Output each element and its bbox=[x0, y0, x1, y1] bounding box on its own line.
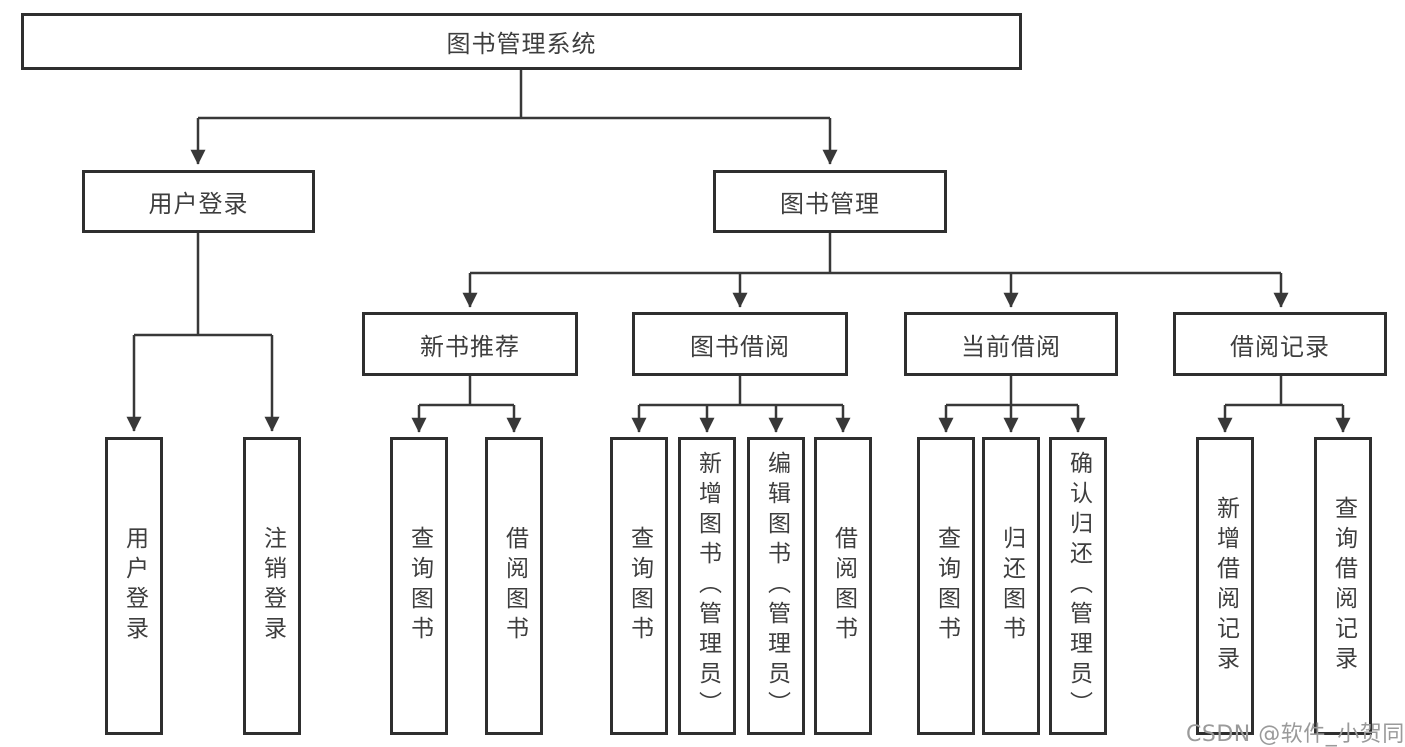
leaf-edit-books-admin: 编辑图书（管理员） bbox=[747, 437, 805, 735]
node-label: 图书管理系统 bbox=[446, 30, 597, 58]
node-label: 用户登录 bbox=[121, 526, 148, 646]
connector-borrowing-to-leaves bbox=[631, 375, 851, 433]
node-label: 借阅图书 bbox=[501, 526, 528, 646]
node-library-management-system: 图书管理系统 bbox=[21, 13, 1022, 70]
node-new-book-recommendation: 新书推荐 bbox=[362, 312, 578, 376]
leaf-borrow-books: 借阅图书 bbox=[485, 437, 543, 735]
node-label: 注销登录 bbox=[259, 526, 286, 646]
node-label: 新书推荐 bbox=[420, 332, 520, 361]
leaf-borrow-books: 借阅图书 bbox=[814, 437, 872, 735]
node-label: 查询图书 bbox=[406, 526, 433, 646]
node-borrowing-records: 借阅记录 bbox=[1173, 312, 1387, 376]
node-book-management: 图书管理 bbox=[713, 170, 947, 233]
node-label: 确认归还（管理员） bbox=[1065, 451, 1092, 721]
node-label: 图书借阅 bbox=[690, 332, 790, 361]
connector-bookmgmt-to-level3 bbox=[462, 233, 1289, 308]
node-label: 查询借阅记录 bbox=[1330, 496, 1357, 676]
csdn-watermark: CSDN @软件_小贺同学 bbox=[1186, 722, 1405, 747]
node-label: 借阅图书 bbox=[830, 526, 857, 646]
leaf-confirm-return-admin: 确认归还（管理员） bbox=[1049, 437, 1107, 735]
leaf-query-borrow-record: 查询借阅记录 bbox=[1314, 437, 1372, 735]
node-label: 查询图书 bbox=[626, 526, 653, 646]
connector-current-to-leaves bbox=[938, 375, 1086, 433]
node-label: 查询图书 bbox=[933, 526, 960, 646]
node-label: 归还图书 bbox=[998, 526, 1025, 646]
node-label: 图书管理 bbox=[780, 190, 880, 218]
node-label: 新增图书（管理员） bbox=[694, 451, 721, 721]
node-current-borrowing: 当前借阅 bbox=[904, 312, 1118, 376]
connector-records-to-leaves bbox=[1217, 375, 1351, 433]
leaf-return-books: 归还图书 bbox=[982, 437, 1040, 735]
leaf-add-books-admin: 新增图书（管理员） bbox=[678, 437, 736, 735]
leaf-add-borrow-record: 新增借阅记录 bbox=[1196, 437, 1254, 735]
leaf-query-books: 查询图书 bbox=[390, 437, 448, 735]
node-label: 借阅记录 bbox=[1230, 332, 1330, 361]
leaf-logout: 注销登录 bbox=[243, 437, 301, 735]
node-book-borrowing: 图书借阅 bbox=[632, 312, 848, 376]
leaf-query-books: 查询图书 bbox=[610, 437, 668, 735]
leaf-user-login: 用户登录 bbox=[105, 437, 163, 735]
connector-newbook-to-leaves bbox=[411, 375, 522, 433]
connector-userlogin-to-leaves bbox=[126, 233, 280, 432]
node-label: 用户登录 bbox=[148, 190, 249, 218]
node-label: 编辑图书（管理员） bbox=[763, 451, 790, 721]
connector-root-to-level2 bbox=[190, 69, 838, 165]
node-label: 当前借阅 bbox=[961, 332, 1061, 361]
leaf-query-books: 查询图书 bbox=[917, 437, 975, 735]
node-user-login: 用户登录 bbox=[82, 170, 315, 233]
node-label: 新增借阅记录 bbox=[1212, 496, 1239, 676]
